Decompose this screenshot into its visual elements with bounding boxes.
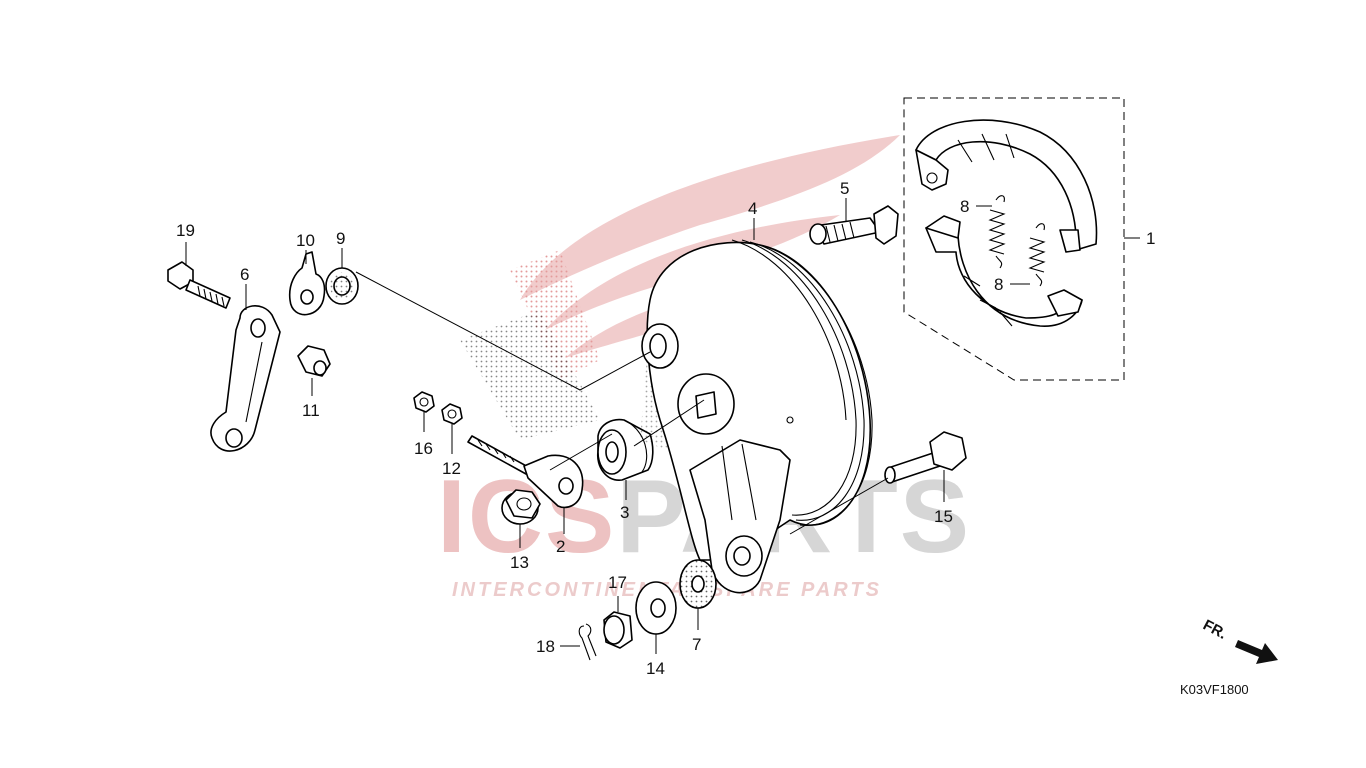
callout-7: 7 [692,635,701,654]
callout-17: 17 [608,573,627,592]
part-15-pivot-bolt[interactable] [884,431,967,484]
callout-16: 16 [414,439,433,458]
part-9-seal[interactable] [325,267,359,305]
drawing-code: K03VF1800 [1180,682,1249,697]
callout-2: 2 [556,537,565,556]
callout-12: 12 [442,459,461,478]
callout-8-lower: 8 [994,275,1003,294]
part-4-brake-panel[interactable] [640,239,873,594]
part-1-brake-shoe-set[interactable] [903,97,1125,381]
part-11-nut[interactable] [297,345,331,377]
part-10-indicator-plate[interactable] [288,251,326,316]
callout-8-upper: 8 [960,197,969,216]
part-5-brake-cam[interactable] [809,205,899,245]
callout-10: 10 [296,231,315,250]
callout-1: 1 [1146,229,1155,248]
leader-lines [185,198,1140,654]
part-6-brake-arm[interactable] [210,305,281,452]
part-19-bolt[interactable] [167,261,231,309]
callout-5: 5 [840,179,849,198]
callout-labels: 1 2 3 4 5 6 7 8 8 9 10 11 12 13 14 15 16… [176,179,1155,678]
callout-6: 6 [240,265,249,284]
callout-3: 3 [620,503,629,522]
callout-11: 11 [302,401,320,420]
part-2-stopper-arm[interactable] [467,435,584,509]
part-13-flange-nut[interactable] [501,489,541,525]
callout-9: 9 [336,229,345,248]
front-label: FR. [1200,617,1229,643]
callout-13: 13 [510,553,529,572]
spring-upper-icon [988,195,1006,269]
callout-4: 4 [748,199,757,218]
callout-14: 14 [646,659,665,678]
callout-19: 19 [176,221,195,240]
part-16-nut[interactable] [413,391,435,413]
part-12-nut[interactable] [441,403,463,425]
callout-15: 15 [934,507,953,526]
part-18-cotter-pin[interactable] [578,623,597,661]
front-arrow-icon [1235,640,1278,664]
part-17-nut[interactable] [603,611,633,649]
spring-lower-icon [1028,223,1046,287]
callout-18: 18 [536,637,555,656]
part-14-washer[interactable] [635,581,677,635]
front-direction-indicator: FR. [1200,617,1278,664]
part-7-washer[interactable] [679,559,717,609]
